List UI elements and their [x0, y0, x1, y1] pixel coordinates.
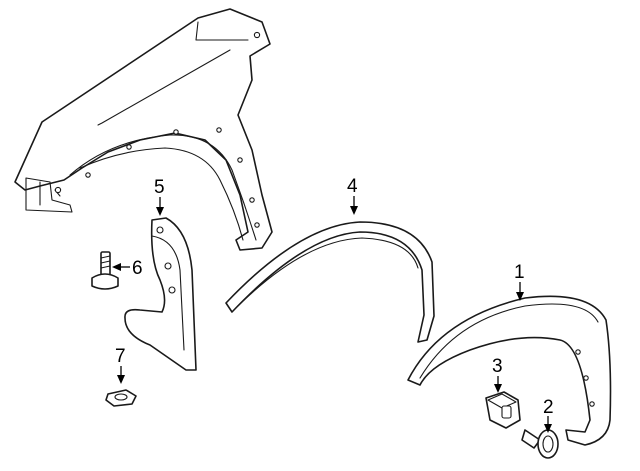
- bolt: [91, 251, 119, 290]
- mud-flap: [124, 217, 197, 371]
- callout-2: 2: [543, 397, 554, 433]
- callout-7: 7: [115, 346, 126, 384]
- callout-1: 1: [514, 262, 525, 301]
- callout-3: 3: [492, 356, 503, 393]
- fender-flare: [407, 295, 612, 446]
- callout-number: 7: [115, 346, 126, 367]
- callout-number: 6: [132, 258, 143, 279]
- callout-number: 4: [347, 176, 358, 197]
- fender-panel: [14, 8, 273, 251]
- callout-5: 5: [154, 177, 165, 216]
- wheel-opening-molding: [225, 221, 435, 343]
- callout-number: 1: [514, 262, 525, 283]
- callout-number: 3: [492, 356, 503, 377]
- callout-4: 4: [347, 176, 358, 215]
- nut: [105, 389, 137, 407]
- callout-number: 5: [154, 177, 165, 198]
- clip: [485, 391, 521, 429]
- callout-number: 2: [543, 397, 554, 418]
- push-pin: [521, 429, 559, 459]
- callout-6: 6: [112, 258, 143, 279]
